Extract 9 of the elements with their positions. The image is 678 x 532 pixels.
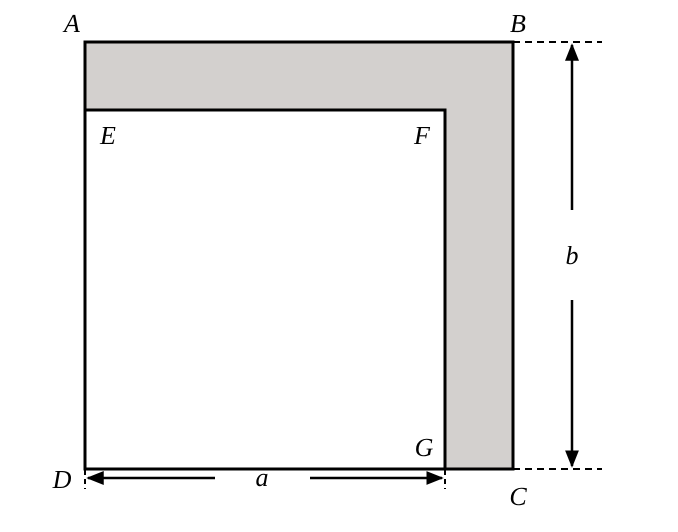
dimension-label: a xyxy=(256,465,268,491)
point-label: A xyxy=(64,11,80,37)
point-label: G xyxy=(414,435,434,461)
dimension-label: b xyxy=(566,243,578,269)
point-label: E xyxy=(100,123,116,149)
point-label: D xyxy=(52,467,72,493)
point-label: C xyxy=(509,484,527,510)
point-label: F xyxy=(414,123,430,149)
point-label: B xyxy=(510,11,526,37)
